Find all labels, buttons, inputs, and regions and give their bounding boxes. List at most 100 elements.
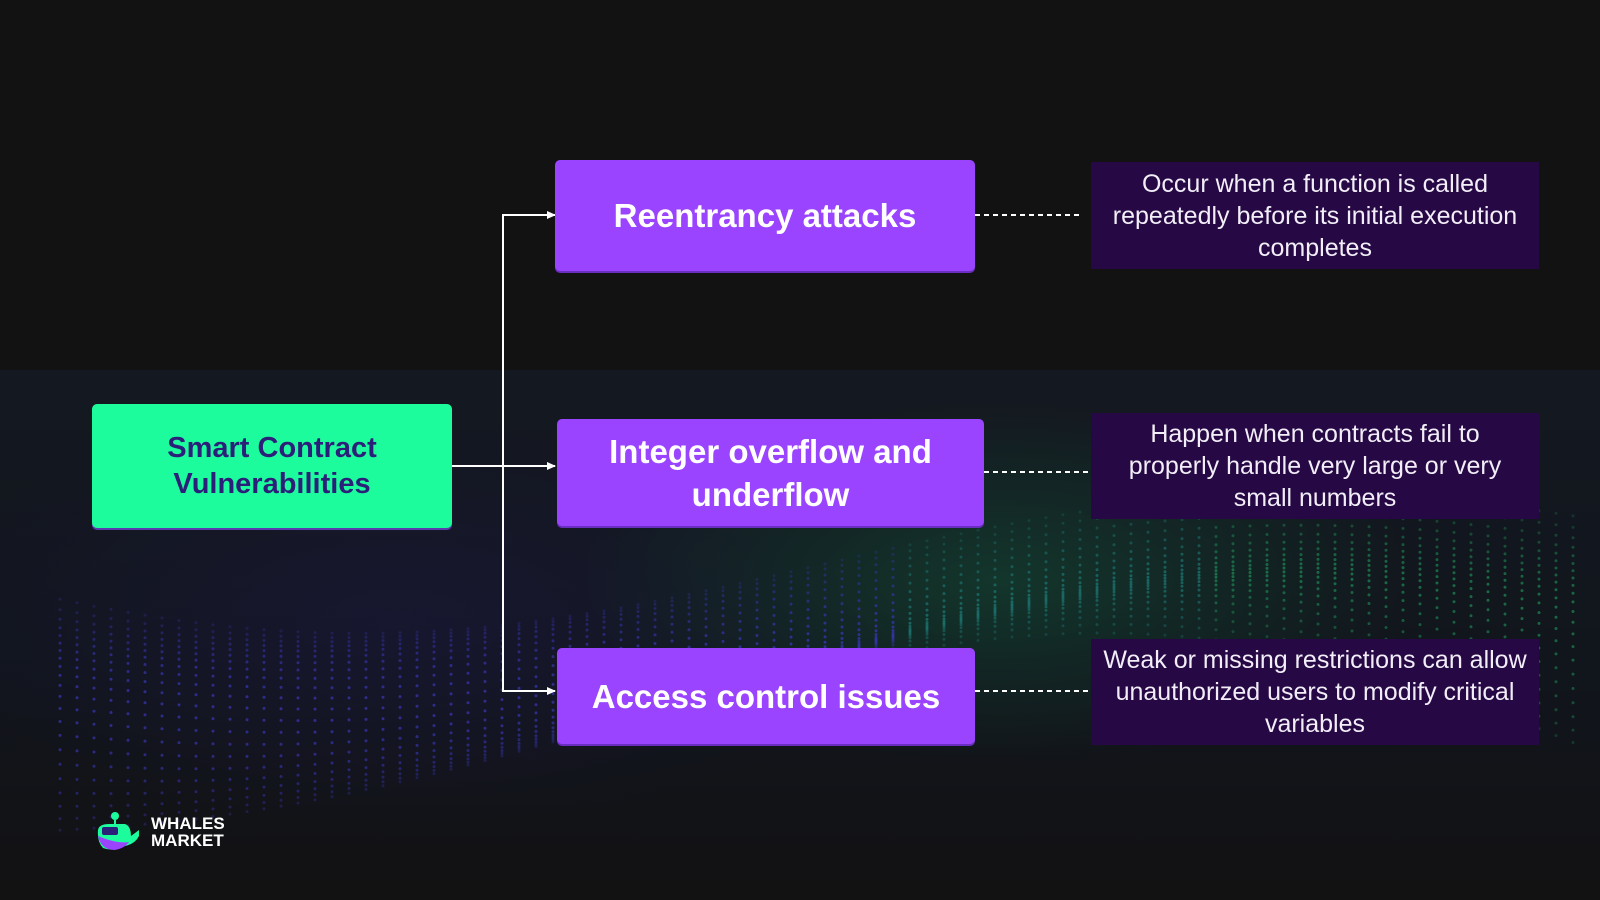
wave-dot bbox=[840, 585, 844, 589]
wave-dot bbox=[1469, 573, 1473, 577]
wave-dot bbox=[500, 724, 504, 728]
wave-dot bbox=[840, 602, 844, 606]
wave-dot bbox=[772, 583, 776, 587]
wave-dot bbox=[1231, 630, 1235, 634]
root-label-line2: Vulnerabilities bbox=[173, 468, 371, 500]
wave-dot bbox=[1265, 574, 1269, 578]
wave-dot bbox=[279, 639, 283, 643]
wave-dot bbox=[551, 664, 555, 668]
wave-dot bbox=[1571, 672, 1575, 676]
wave-dot bbox=[194, 741, 198, 745]
wave-dot bbox=[772, 614, 776, 617]
wave-dot bbox=[993, 606, 997, 610]
description-box-reentrancy: Occur when a function is called repeated… bbox=[1091, 162, 1539, 269]
wave-dot bbox=[738, 585, 742, 589]
wave-dot bbox=[194, 628, 198, 632]
wave-dot bbox=[415, 743, 419, 747]
wave-dot bbox=[942, 617, 946, 621]
wave-dot bbox=[1418, 518, 1422, 522]
wave-dot bbox=[245, 648, 249, 652]
wave-dot bbox=[211, 742, 215, 746]
wave-dot bbox=[1146, 632, 1150, 636]
wave-dot bbox=[1418, 550, 1422, 554]
wave-dot bbox=[211, 647, 215, 651]
wave-dot bbox=[415, 646, 419, 649]
wave-dot bbox=[1384, 534, 1388, 538]
wave-dot bbox=[262, 754, 266, 758]
wave-dot bbox=[279, 707, 283, 711]
wave-dot bbox=[58, 664, 62, 668]
wave-dot bbox=[313, 793, 317, 797]
wave-dot bbox=[415, 768, 419, 772]
wave-dot bbox=[126, 679, 130, 682]
wave-dot bbox=[959, 635, 963, 639]
wave-dot bbox=[959, 573, 963, 576]
wave-dot bbox=[58, 617, 62, 621]
wave-dot bbox=[806, 644, 810, 648]
wave-dot bbox=[551, 682, 555, 686]
wave-dot bbox=[500, 716, 504, 720]
wave-dot bbox=[1044, 613, 1048, 617]
wave-dot bbox=[1095, 603, 1099, 607]
wave-dot bbox=[143, 622, 147, 626]
wave-dot bbox=[1163, 565, 1167, 569]
wave-dot bbox=[279, 791, 283, 795]
wave-dot bbox=[364, 717, 368, 721]
wave-dot bbox=[789, 570, 793, 574]
wave-dot bbox=[109, 711, 113, 714]
wave-dot bbox=[194, 779, 198, 783]
wave-dot bbox=[1571, 562, 1575, 565]
wave-dot bbox=[75, 696, 79, 700]
wave-dot bbox=[1027, 599, 1031, 603]
wave-dot bbox=[976, 603, 980, 607]
wave-dot bbox=[908, 639, 912, 643]
wave-dot bbox=[211, 653, 215, 656]
wave-dot bbox=[1571, 569, 1575, 573]
wave-dot bbox=[262, 776, 266, 780]
wave-dot bbox=[789, 574, 793, 578]
wave-dot bbox=[1027, 597, 1031, 600]
wave-dot bbox=[296, 753, 300, 757]
root-node-label: Smart Contract Vulnerabilities bbox=[167, 430, 377, 502]
wave-dot bbox=[789, 642, 793, 646]
category-title-line1: Integer overflow and bbox=[609, 432, 932, 470]
wave-dot bbox=[551, 708, 555, 712]
wave-dot bbox=[194, 729, 198, 732]
wave-dot bbox=[58, 673, 62, 677]
wave-dot bbox=[823, 562, 827, 566]
wave-dot bbox=[993, 637, 997, 641]
wave-dot bbox=[1180, 600, 1184, 604]
wave-dot bbox=[653, 625, 657, 629]
wave-dot bbox=[483, 718, 487, 722]
wave-dot bbox=[262, 639, 266, 642]
wave-dot bbox=[228, 660, 232, 663]
wave-dot bbox=[1112, 590, 1116, 594]
wave-dot bbox=[1367, 541, 1371, 545]
wave-dot bbox=[806, 624, 810, 628]
wave-dot bbox=[398, 642, 402, 646]
wave-dot bbox=[500, 745, 504, 749]
wave-dot bbox=[228, 642, 232, 646]
wave-dot bbox=[466, 743, 470, 747]
wave-dot bbox=[908, 543, 912, 547]
wave-dot bbox=[347, 640, 351, 644]
wave-dot bbox=[704, 625, 708, 629]
wave-dot bbox=[1316, 587, 1320, 591]
wave-dot bbox=[483, 653, 487, 657]
wave-dot bbox=[1095, 590, 1099, 594]
wave-dot bbox=[1537, 549, 1541, 553]
description-line: Happen when contracts fail to bbox=[1150, 420, 1480, 448]
wave-dot bbox=[449, 638, 453, 642]
wave-dot bbox=[1078, 563, 1082, 567]
wave-dot bbox=[194, 716, 198, 720]
wave-dot bbox=[942, 633, 946, 636]
wave-dot bbox=[806, 583, 810, 587]
wave-dot bbox=[1146, 567, 1150, 571]
wave-dot bbox=[1503, 526, 1507, 530]
wave-dot bbox=[976, 528, 980, 532]
wave-dot bbox=[908, 625, 912, 628]
wave-dot bbox=[1112, 583, 1116, 586]
wave-dot bbox=[1163, 519, 1167, 523]
wave-dot bbox=[381, 738, 385, 742]
wave-dot bbox=[296, 789, 300, 793]
